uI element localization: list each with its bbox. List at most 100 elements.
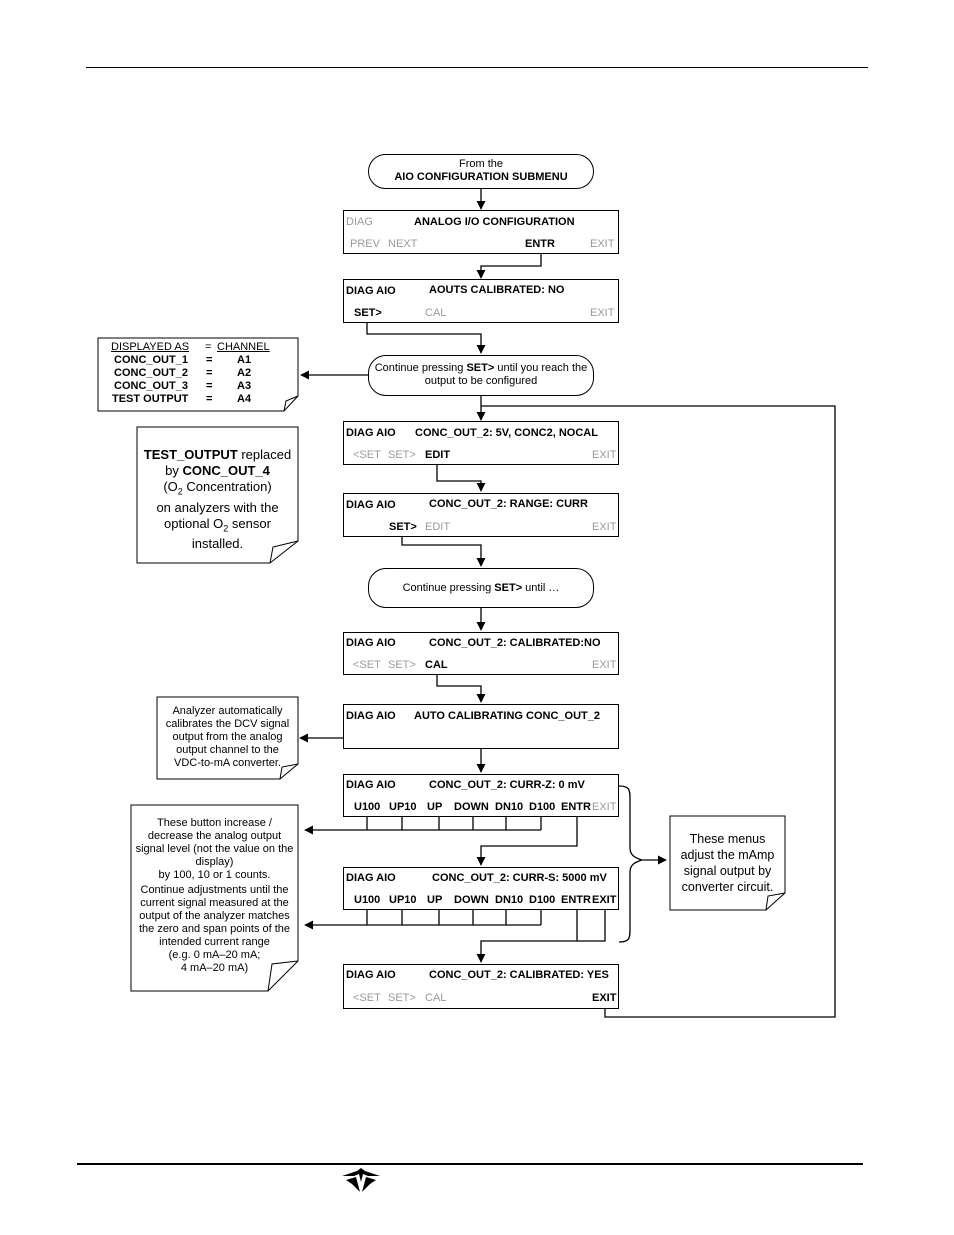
pill-text-a: Continue pressing [402,582,495,594]
cal-button[interactable]: CAL [425,992,447,1004]
note-keyword: CONC_OUT_4 [182,463,270,478]
exit-button[interactable]: EXIT [592,521,617,533]
table-header-channel: CHANNEL [217,341,270,353]
footer-rule [77,1163,863,1165]
pill-text-c: until … [522,582,560,594]
entr-button[interactable]: ENTR [561,894,591,906]
screen-mode: DIAG AIO [346,637,396,649]
screen-mode: DIAG AIO [346,872,396,884]
note-line: converter circuit. [681,880,774,894]
screen-conc-out-2-range: DIAG AIO CONC_OUT_2: RANGE: CURR SET> ED… [343,493,619,537]
exit-button[interactable]: EXIT [592,449,617,461]
table-header-equals: = [205,341,212,353]
screen-title: AOUTS CALIBRATED: NO [429,284,565,296]
teledyne-logo-icon [342,1168,380,1192]
screen-title: CONC_OUT_2: 5V, CONC2, NOCAL [415,427,598,439]
screen-title: CONC_OUT_2: CALIBRATED: YES [429,969,609,981]
up-button[interactable]: UP [427,894,443,906]
note-text: (O [163,479,178,494]
table-row-name: CONC_OUT_2 [114,367,188,379]
down-button[interactable]: DOWN [454,801,489,813]
screen-mode: DIAG AIO [346,285,396,297]
exit-button[interactable]: EXIT [592,992,617,1004]
table-row-eq: = [206,354,213,366]
note-line: display) [195,856,234,868]
screen-title: AUTO CALIBRATING CONC_OUT_2 [414,710,600,722]
up-button[interactable]: UP [427,801,443,813]
exit-button[interactable]: EXIT [590,307,615,319]
exit-button[interactable]: EXIT [592,801,617,813]
note-line: the zero and span points of the [138,923,291,935]
screen-mode: DIAG AIO [346,779,396,791]
note-line: 4 mA–20 mA) [180,962,249,974]
note-text: on analyzers with the [156,499,279,515]
note-line: intended current range [159,936,270,948]
note-auto-calibration: Analyzer automatically calibrates the DC… [157,705,298,770]
table-row-name: TEST OUTPUT [112,393,189,405]
table-row-channel: A2 [237,367,252,379]
set-forward-button[interactable]: SET> [389,521,417,533]
exit-button[interactable]: EXIT [590,238,615,250]
set-forward-button[interactable]: SET> [388,449,416,461]
note-line: Continue adjustments until the [140,884,289,896]
note-mamp-menus: These menus adjust the mAmp signal outpu… [670,831,785,895]
screen-title: CONC_OUT_2: CURR-Z: 0 mV [429,779,585,791]
start-pill: From the AIO CONFIGURATION SUBMENU [368,154,594,189]
table-row-channel: A3 [237,380,252,392]
screen-title: CONC_OUT_2: RANGE: CURR [429,498,588,510]
screen-title: CONC_OUT_2: CALIBRATED:NO [429,637,601,649]
d100-button[interactable]: D100 [529,894,556,906]
note-button-adjustments: These button increase / decrease the ana… [131,817,298,975]
set-back-button[interactable]: <SET [353,992,381,1004]
set-forward-button[interactable]: SET> [354,307,382,319]
dn10-button[interactable]: DN10 [495,801,524,813]
u100-button[interactable]: U100 [354,801,381,813]
screen-curr-zero: DIAG AIO CONC_OUT_2: CURR-Z: 0 mV U100 U… [343,774,619,817]
note-test-output: TEST_OUTPUT replaced by CONC_OUT_4 (O2 C… [137,447,298,552]
entr-button[interactable]: ENTR [525,238,555,250]
note-line: signal output by [683,864,772,878]
exit-button[interactable]: EXIT [592,659,617,671]
table-row-eq: = [206,367,213,379]
continue-pill-until: Continue pressing SET> until … [368,568,594,608]
set-back-button[interactable]: <SET [353,659,381,671]
screen-auto-calibrating: DIAG AIO AUTO CALIBRATING CONC_OUT_2 [343,704,619,749]
entr-button[interactable]: ENTR [561,801,591,813]
up10-button[interactable]: UP10 [389,801,417,813]
note-line: signal level (not the value on the [135,843,294,855]
cal-button[interactable]: CAL [425,659,448,671]
exit-button[interactable]: EXIT [592,894,617,906]
pill-set-key: SET> [494,582,523,594]
note-text: installed. [191,536,244,552]
note-line: output from the analog [172,731,283,743]
dn10-button[interactable]: DN10 [495,894,524,906]
start-line1: From the [458,158,503,170]
set-forward-button[interactable]: SET> [388,992,416,1004]
cal-button[interactable]: CAL [425,307,447,319]
screen-calibrated-yes: DIAG AIO CONC_OUT_2: CALIBRATED: YES <SE… [343,964,619,1009]
up10-button[interactable]: UP10 [389,894,417,906]
pill-text-a: Continue pressing [374,362,467,374]
next-button[interactable]: NEXT [388,238,418,250]
note-line: by 100, 10 or 1 counts. [158,869,271,881]
note-line: output of the analyzer matches [139,910,290,922]
screen-conc-out-2-summary: DIAG AIO CONC_OUT_2: 5V, CONC2, NOCAL <S… [343,421,619,465]
prev-button[interactable]: PREV [350,238,380,250]
set-forward-button[interactable]: SET> [388,659,416,671]
edit-button[interactable]: EDIT [425,521,451,533]
set-back-button[interactable]: <SET [353,449,381,461]
table-row-eq: = [206,393,213,405]
u100-button[interactable]: U100 [354,894,381,906]
note-subscript: 2 [223,523,229,534]
down-button[interactable]: DOWN [454,894,489,906]
table-header-displayed-as: DISPLAYED AS [111,341,190,353]
pill-set-key: SET> [466,362,495,374]
note-line: calibrates the DCV signal [165,718,290,730]
d100-button[interactable]: D100 [529,801,556,813]
edit-button[interactable]: EDIT [425,449,451,461]
note-text: by [165,463,183,478]
note-line: (e.g. 0 mA–20 mA; [168,949,261,961]
start-line2: AIO CONFIGURATION SUBMENU [394,171,568,183]
screen-aouts-calibrated: DIAG AIO AOUTS CALIBRATED: NO SET> CAL E… [343,279,619,323]
pill-text-line2: output to be configured [424,375,538,387]
